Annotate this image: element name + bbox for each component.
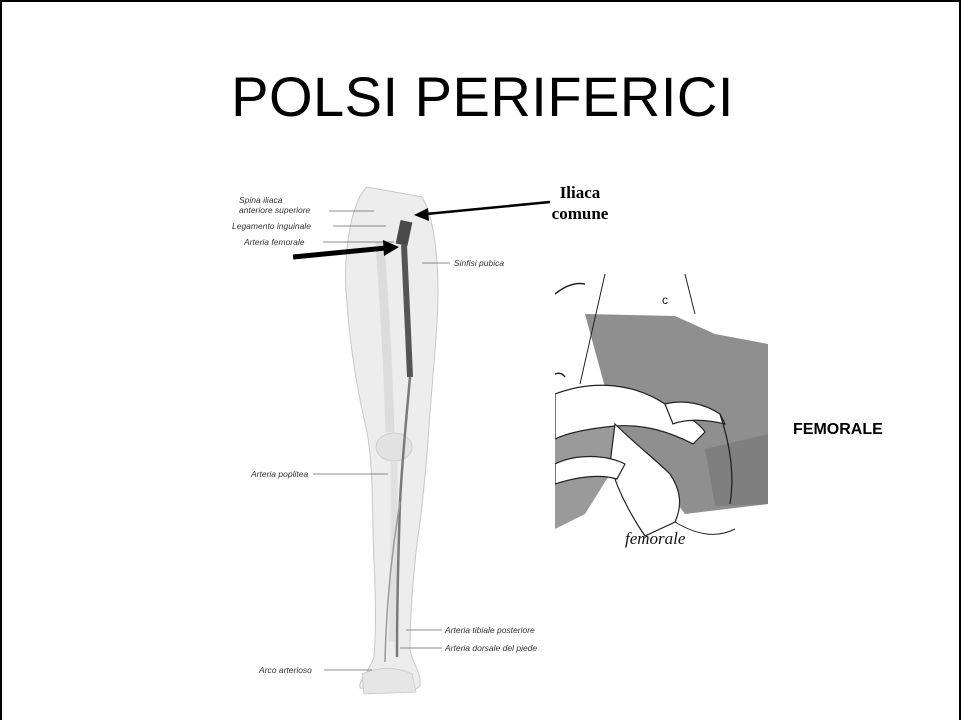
label-arteria-poplitea: Arteria poplitea bbox=[251, 469, 308, 479]
iliaca-comune-label: Iliaca comune bbox=[535, 182, 625, 224]
label-arteria-tibiale: Arteria tibiale posteriore bbox=[445, 625, 535, 635]
label-arteria-dorsale: Arteria dorsale del piede bbox=[445, 643, 537, 653]
femorale-label: FEMORALE bbox=[793, 421, 883, 439]
label-spina-iliaca: Spina iliaca anteriore superiore bbox=[239, 195, 310, 215]
photo-letter: c bbox=[662, 293, 668, 307]
photo-caption: femorale bbox=[625, 529, 685, 549]
label-legamento-inguinale: Legamento inguinale bbox=[232, 221, 311, 231]
label-arteria-femorale: Arteria femorale bbox=[244, 237, 304, 247]
label-arco-arterioso: Arco arterioso bbox=[259, 665, 312, 675]
iliaca-arrow bbox=[426, 202, 550, 214]
label-sinfisi-pubica: Sinfisi pubica bbox=[454, 258, 504, 268]
